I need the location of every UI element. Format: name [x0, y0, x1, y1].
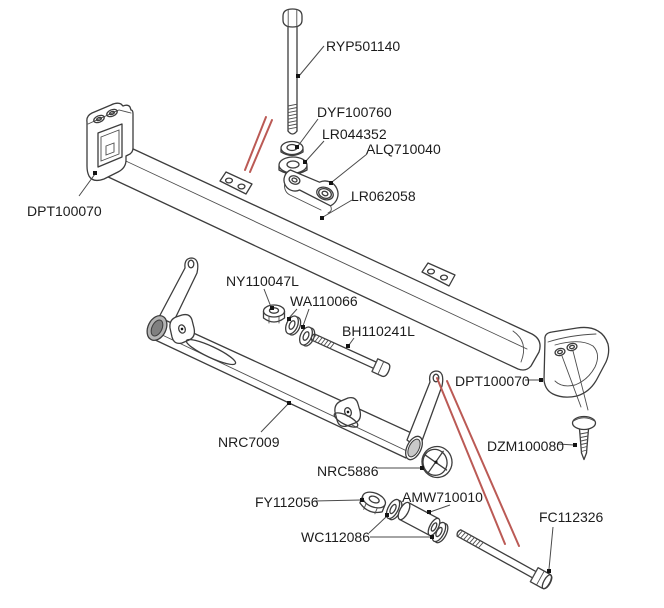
part-label-amw710010: AMW710010: [402, 489, 483, 505]
nut-ny110047l: [262, 304, 286, 324]
part-label-ny110047l: NY110047L: [226, 273, 299, 289]
washers-wc112086: [385, 498, 449, 544]
part-label-alq710040: ALQ710040: [366, 141, 441, 157]
part-label-fy112056: FY112056: [255, 494, 319, 510]
bolt-fc112326: [456, 529, 553, 590]
bolt-ryp501140: [282, 8, 303, 135]
part-label-dzm100080: DZM100080: [487, 438, 564, 454]
bushing-bracket-dpt100070-left: [86, 102, 134, 182]
bar-plate-front: [219, 171, 253, 195]
highlight-lines-lower: [436, 377, 520, 547]
nut-fy112056: [359, 491, 387, 515]
part-label-lr062058: LR062058: [351, 188, 416, 204]
part-label-wa110066: WA110066: [290, 293, 358, 309]
screw-dzm100080: [571, 415, 597, 461]
part-labels: RYP501140 DYF100760 LR044352 ALQ710040 L…: [27, 38, 604, 545]
part-label-nrc5886: NRC5886: [317, 463, 379, 479]
part-label-lr044352: LR044352: [322, 126, 387, 142]
highlight-lines-upper: [244, 116, 273, 173]
part-label-dpt100070-left: DPT100070: [27, 203, 102, 219]
part-label-fc112326: FC112326: [539, 509, 604, 525]
bushing-bracket-dpt100070-right: [543, 326, 610, 411]
link-nrc7009: [146, 257, 444, 461]
leader-lines: [78, 45, 577, 573]
washer-dyf100760: [280, 140, 304, 157]
anti-roll-bar-lr062058: [101, 140, 541, 371]
part-label-bh110241l: BH110241L: [342, 323, 415, 339]
part-label-nrc7009: NRC7009: [218, 434, 280, 450]
part-label-wc112086: WC112086: [301, 529, 370, 545]
bar-plate-rear: [421, 262, 456, 287]
part-label-dpt100070-right: DPT100070: [455, 373, 530, 389]
cap-nrc5886: [421, 445, 453, 479]
clamp-alq710040: [283, 169, 339, 214]
part-label-dyf100760: DYF100760: [317, 104, 392, 120]
part-label-ryp501140: RYP501140: [326, 38, 400, 54]
bolt-bh110241l: [310, 333, 391, 378]
washers-wa110066: [285, 315, 316, 347]
spacer-amw710010: [397, 501, 441, 537]
